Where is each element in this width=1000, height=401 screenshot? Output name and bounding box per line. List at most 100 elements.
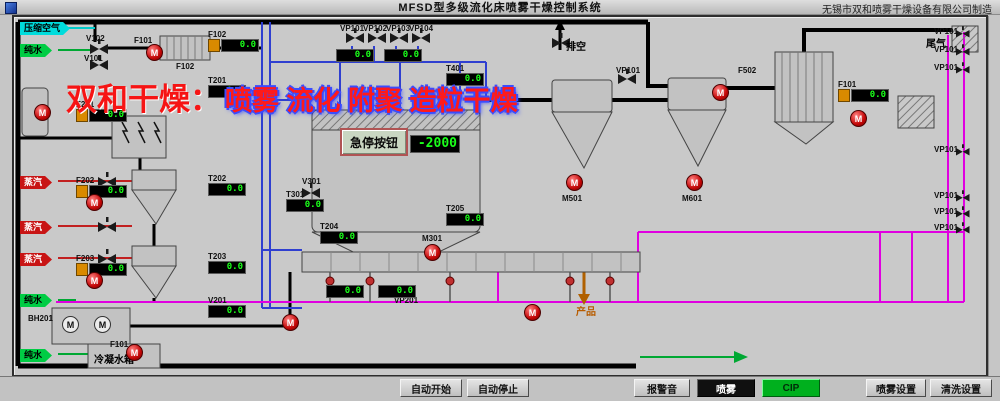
display-group: F202 0.0	[76, 176, 127, 198]
pump-motor[interactable]: M	[712, 84, 729, 101]
alarm-chip	[76, 185, 88, 198]
manufacturer-text: 无锡市双和喷雾干燥设备有限公司制造	[822, 5, 992, 16]
pump-motor[interactable]: M	[86, 194, 103, 211]
control-button[interactable]: 报警音	[634, 379, 690, 397]
display-value: 0.0	[208, 305, 246, 318]
pump-motor[interactable]: M	[86, 272, 103, 289]
valve-label: M301	[422, 234, 443, 243]
valve-label: M501	[562, 194, 583, 203]
display-value: 0.0	[336, 49, 374, 62]
stream-tag: 蒸汽	[20, 253, 52, 266]
display-label	[410, 126, 460, 135]
stream-tag: 蒸汽	[20, 221, 52, 234]
display-label: T202	[208, 174, 227, 183]
display-group: T205 0.0	[446, 204, 484, 226]
display-group: -2000	[410, 126, 460, 153]
display-label	[326, 276, 364, 285]
display-value: 0.0	[446, 73, 484, 86]
pump-motor[interactable]: M	[34, 104, 51, 121]
pump-motor[interactable]: M	[282, 314, 299, 331]
pump-motor[interactable]: M	[94, 316, 111, 333]
control-button[interactable]: CIP	[762, 379, 820, 397]
display-label: T205	[446, 204, 465, 213]
display-group: 0.0	[336, 40, 374, 62]
pump-motor[interactable]: M	[424, 244, 441, 261]
control-button[interactable]: 清洗设置	[930, 379, 992, 397]
display-label: F203	[76, 254, 95, 263]
pump-motor[interactable]: M	[146, 44, 163, 61]
display-label: F102	[208, 30, 227, 39]
display-group: T301 0.0	[286, 190, 324, 212]
pump-motor[interactable]: M	[566, 174, 583, 191]
display-label	[384, 40, 422, 49]
display-label: T203	[208, 252, 227, 261]
display-value: 0.0	[378, 285, 416, 298]
display-group: F201 0.0	[76, 100, 127, 122]
display-value: 0.0	[286, 199, 324, 212]
pump-motor[interactable]: M	[524, 304, 541, 321]
valve-label: BH201	[28, 314, 53, 323]
stream-tag: 纯水	[20, 349, 52, 362]
pump-motor[interactable]: M	[686, 174, 703, 191]
display-value: 0.0	[384, 49, 422, 62]
pump-motor[interactable]: M	[62, 316, 79, 333]
app-icon	[5, 2, 17, 14]
display-group: T201 0.0	[208, 76, 246, 98]
alarm-chip	[838, 89, 850, 102]
display-group: 0.0	[326, 276, 364, 298]
display-group: 0.0	[378, 276, 416, 298]
valve-label: VP101	[340, 24, 365, 33]
control-button[interactable]: 自动开始	[400, 379, 462, 397]
valve-label: VP102	[363, 24, 388, 33]
display-label: F202	[76, 176, 95, 185]
valve-label: V101	[84, 54, 103, 63]
display-value: 0.0	[320, 231, 358, 244]
display-value: 0.0	[208, 261, 246, 274]
stream-tag: 压缩空气	[20, 22, 70, 35]
pump-motor[interactable]: M	[126, 344, 143, 361]
stream-tag: 纯水	[20, 294, 52, 307]
valve-label: VP101	[934, 191, 959, 200]
control-button[interactable]: 喷雾	[697, 379, 755, 397]
flow-label: 排空	[566, 42, 586, 53]
valve-label: VP101	[934, 63, 959, 72]
valve-label: VP101	[616, 66, 641, 75]
valve-label: VP101	[934, 223, 959, 232]
display-group: F102 0.0	[208, 30, 259, 52]
display-label: F201	[76, 100, 95, 109]
diagram-frame	[12, 15, 988, 377]
alarm-chip	[76, 263, 88, 276]
display-label: T301	[286, 190, 305, 199]
valve-label: VP101	[934, 145, 959, 154]
control-button[interactable]: 自动停止	[467, 379, 529, 397]
page-title: MFSD型多级流化床喷雾干燥控制系统	[398, 2, 602, 14]
alarm-chip	[76, 109, 88, 122]
pump-motor[interactable]: M	[850, 110, 867, 127]
display-value: 0.0	[221, 39, 259, 52]
alarm-chip	[208, 39, 220, 52]
display-value: 0.0	[208, 85, 246, 98]
valve-label: F102	[176, 62, 195, 71]
control-button[interactable]: 喷雾设置	[866, 379, 926, 397]
flow-label: 产品	[576, 307, 596, 318]
display-label: V201	[208, 296, 227, 305]
valve-label: M601	[682, 194, 703, 203]
display-group: F203 0.0	[76, 254, 127, 276]
valve-label: F101	[134, 36, 153, 45]
display-group: T204 0.0	[320, 222, 358, 244]
emergency-stop-button[interactable]: 急停按钮	[340, 128, 408, 156]
valve-label: VP103	[386, 24, 411, 33]
valve-label: VP201	[394, 296, 419, 305]
display-value: 0.0	[446, 213, 484, 226]
display-group: V201 0.0	[208, 296, 246, 318]
display-label: T204	[320, 222, 339, 231]
display-label	[378, 276, 416, 285]
display-group: T203 0.0	[208, 252, 246, 274]
display-label: T201	[208, 76, 227, 85]
valve-label: V301	[302, 177, 321, 186]
display-value: 0.0	[851, 89, 889, 102]
display-label	[336, 40, 374, 49]
valve-label: F502	[738, 66, 757, 75]
stream-tag: 纯水	[20, 44, 52, 57]
display-group: T401 0.0	[446, 64, 484, 86]
